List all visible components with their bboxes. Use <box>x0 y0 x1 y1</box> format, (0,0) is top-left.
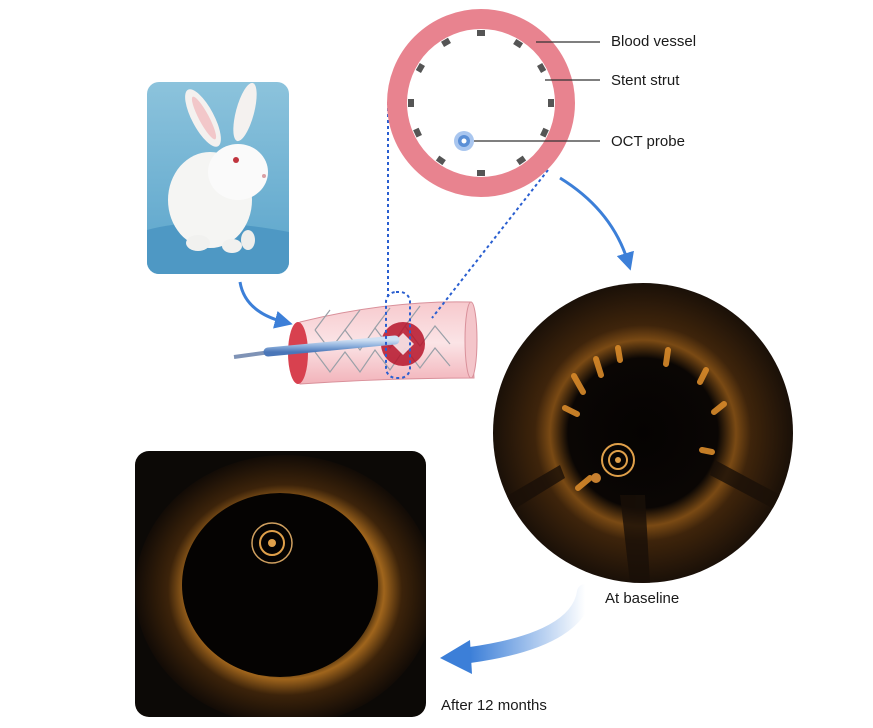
label-blood-vessel: Blood vessel <box>611 33 696 50</box>
label-at-baseline: At baseline <box>605 590 679 607</box>
oct-image-12-months <box>135 451 435 723</box>
label-stent-strut: Stent strut <box>611 72 679 89</box>
label-after-12-months: After 12 months <box>441 697 547 714</box>
stent-strut <box>548 99 554 107</box>
stented-vessel-illustration <box>234 302 477 384</box>
stent-strut <box>477 170 485 176</box>
label-oct-probe: OCT probe <box>611 133 685 150</box>
arrow-to-baseline <box>560 178 628 262</box>
arrow-to-12-months <box>470 592 585 655</box>
stent-strut <box>408 99 414 107</box>
rabbit-photo <box>147 81 289 274</box>
oct-image-baseline <box>493 283 793 583</box>
stent-strut <box>477 30 485 36</box>
vessel-cross-section <box>397 19 565 187</box>
arrow-rabbit-to-vessel <box>240 282 284 322</box>
